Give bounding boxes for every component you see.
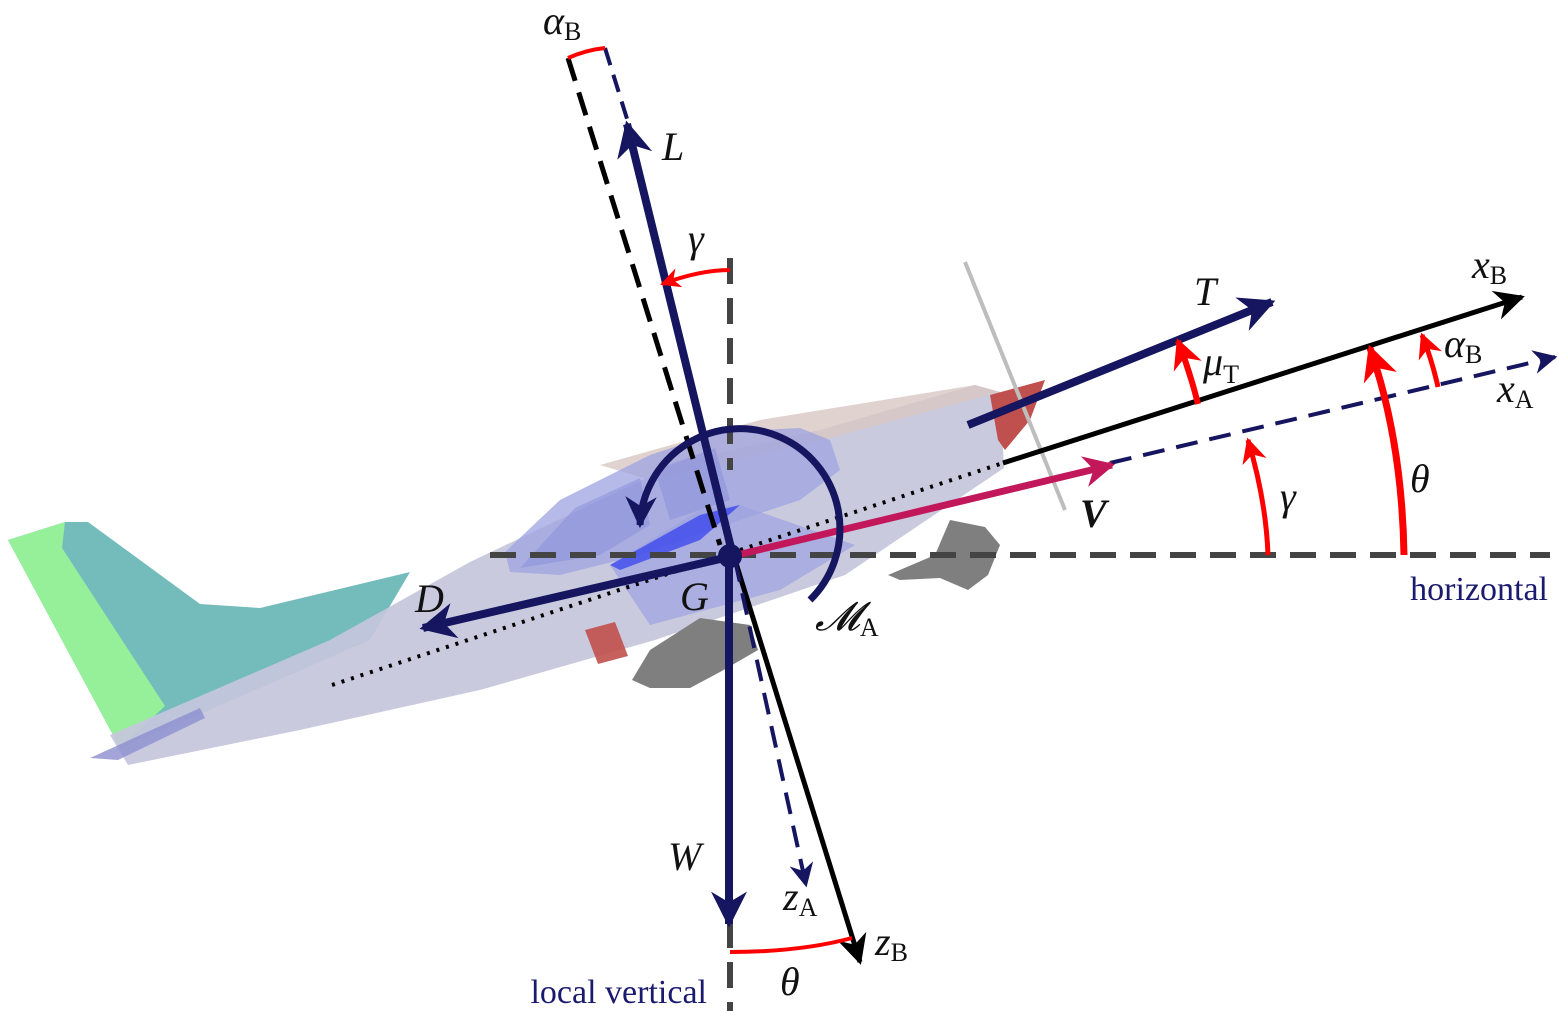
gamma-top-label: γ — [688, 216, 705, 261]
moment-arc — [625, 425, 844, 603]
reference-lines — [331, 47, 1550, 1011]
drag-vector — [419, 552, 734, 639]
thrust-vector — [966, 297, 1276, 429]
fuselage — [110, 385, 1004, 765]
x-body-axis — [1002, 290, 1525, 466]
x-air-label: xA — [1496, 366, 1534, 414]
gamma-right-label: γ — [1280, 474, 1297, 519]
airplane — [8, 261, 1067, 765]
alpha-top-arc — [567, 46, 606, 60]
x-air-axis — [1109, 350, 1558, 465]
air-z-axis-extension-dashed — [603, 47, 630, 123]
theta-right-label: θ — [1410, 456, 1430, 501]
angle-arcs — [567, 46, 1442, 954]
horizontal-stabilizer — [90, 708, 205, 760]
propeller — [963, 261, 1067, 511]
z-body-axis — [732, 559, 867, 965]
thrust-label: T — [1194, 269, 1219, 314]
drag-label: D — [414, 576, 444, 621]
local-vertical-label: local vertical — [530, 974, 707, 1011]
z-air-axis — [733, 559, 814, 888]
mu-label: μT — [1202, 339, 1239, 389]
body-z-axis-extension-dashed — [565, 57, 723, 546]
gamma-top-arc — [660, 268, 731, 288]
theta-bottom-label: θ — [780, 959, 800, 1004]
lift-label: L — [661, 124, 684, 169]
moment-label: 𝓜A — [815, 594, 879, 642]
theta-bottom-arc — [729, 936, 853, 954]
z-air-label: zA — [782, 874, 818, 922]
wing-highlight — [610, 505, 740, 570]
horizontal-label: horizontal — [1410, 571, 1548, 608]
z-body-label: zB — [874, 919, 908, 967]
velocity-vector — [732, 456, 1116, 560]
axes — [732, 290, 1558, 965]
velocity-label: V — [1080, 491, 1110, 536]
alpha-right-label: αB — [1444, 321, 1482, 369]
mu-arc — [1173, 338, 1202, 405]
side-window-rear — [520, 478, 650, 568]
gamma-right-arc — [1242, 437, 1271, 556]
wing-tip — [585, 622, 628, 664]
theta-right-arc — [1363, 344, 1408, 556]
labels: αB L γ T xB μT αB xA θ γ V D G 𝓜A horizo… — [414, 0, 1548, 1011]
cg-label: G — [680, 574, 709, 619]
center-of-gravity-point — [718, 544, 742, 568]
forces — [419, 120, 1276, 928]
alpha-top-label: αB — [543, 0, 581, 46]
lift-vector — [617, 120, 737, 557]
x-body-label: xB — [1471, 242, 1507, 290]
fin-leading-edge — [8, 522, 165, 748]
alpha-right-arc — [1418, 332, 1442, 388]
weight-label: W — [668, 834, 705, 879]
